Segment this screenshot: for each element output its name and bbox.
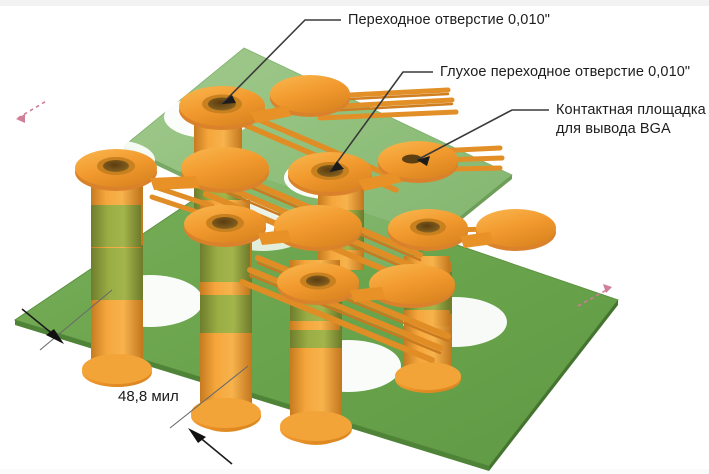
via-pad-row3-left xyxy=(184,205,266,247)
via-pad-row4-left xyxy=(277,263,359,305)
callout-leaders xyxy=(221,19,549,173)
callout-arrowheads xyxy=(222,95,430,172)
marker-left-tip xyxy=(16,114,25,123)
trace-neck-1 xyxy=(250,106,292,123)
axis-markers xyxy=(17,99,611,307)
via-pad-row3-right xyxy=(388,209,468,251)
via-pad-through-1 xyxy=(179,86,265,130)
leader-bga-pad xyxy=(416,109,549,161)
marker-left xyxy=(17,99,49,119)
callout-blind-via: Глухое переходное отверстие 0,010" xyxy=(440,64,691,80)
trace-neck-3 xyxy=(358,172,402,191)
bga-pad-row3-mid xyxy=(274,205,362,251)
axis-marker-tips xyxy=(16,114,612,293)
callout-through-via: Переходное отверстие 0,010" xyxy=(348,12,551,28)
leader-through-via xyxy=(221,19,341,105)
top-band xyxy=(0,0,709,6)
trace-neck-5 xyxy=(460,232,494,248)
arrowhead-blind-via xyxy=(330,161,344,172)
marker-right-tip xyxy=(603,284,612,293)
bga-pad-row3-far-right xyxy=(476,209,556,251)
bga-pad-row2-mid xyxy=(181,147,269,193)
marker-right xyxy=(577,287,611,307)
dimension-annotation xyxy=(21,289,249,465)
copper-pads xyxy=(75,75,556,308)
arrowhead-bga-pad xyxy=(417,156,430,166)
callout-bga-pad: Контактная площадка для вывода BGA xyxy=(556,101,706,139)
via-pad-left xyxy=(75,149,157,191)
bga-pad-top-right xyxy=(270,75,350,117)
bottom-band xyxy=(0,469,709,474)
callout-bga-pad-line1: Контактная площадка xyxy=(556,102,706,118)
bga-pad-row4-mid xyxy=(369,264,455,308)
trace-neck-2 xyxy=(150,176,200,190)
arrowhead-through-via xyxy=(222,95,236,104)
dimension-label: 48,8 мил xyxy=(118,388,179,405)
dim-arrowhead-top xyxy=(46,329,64,344)
callout-bga-pad-line2: для вывода BGA xyxy=(556,121,671,137)
dim-extension-top xyxy=(39,289,113,351)
dim-arrowhead-bottom xyxy=(188,428,206,443)
trace-neck-6 xyxy=(350,287,386,302)
leader-blind-via xyxy=(329,71,433,173)
trace-neck-4 xyxy=(258,230,292,245)
dim-extension-bottom xyxy=(169,365,249,429)
via-pad-blind xyxy=(288,152,372,196)
